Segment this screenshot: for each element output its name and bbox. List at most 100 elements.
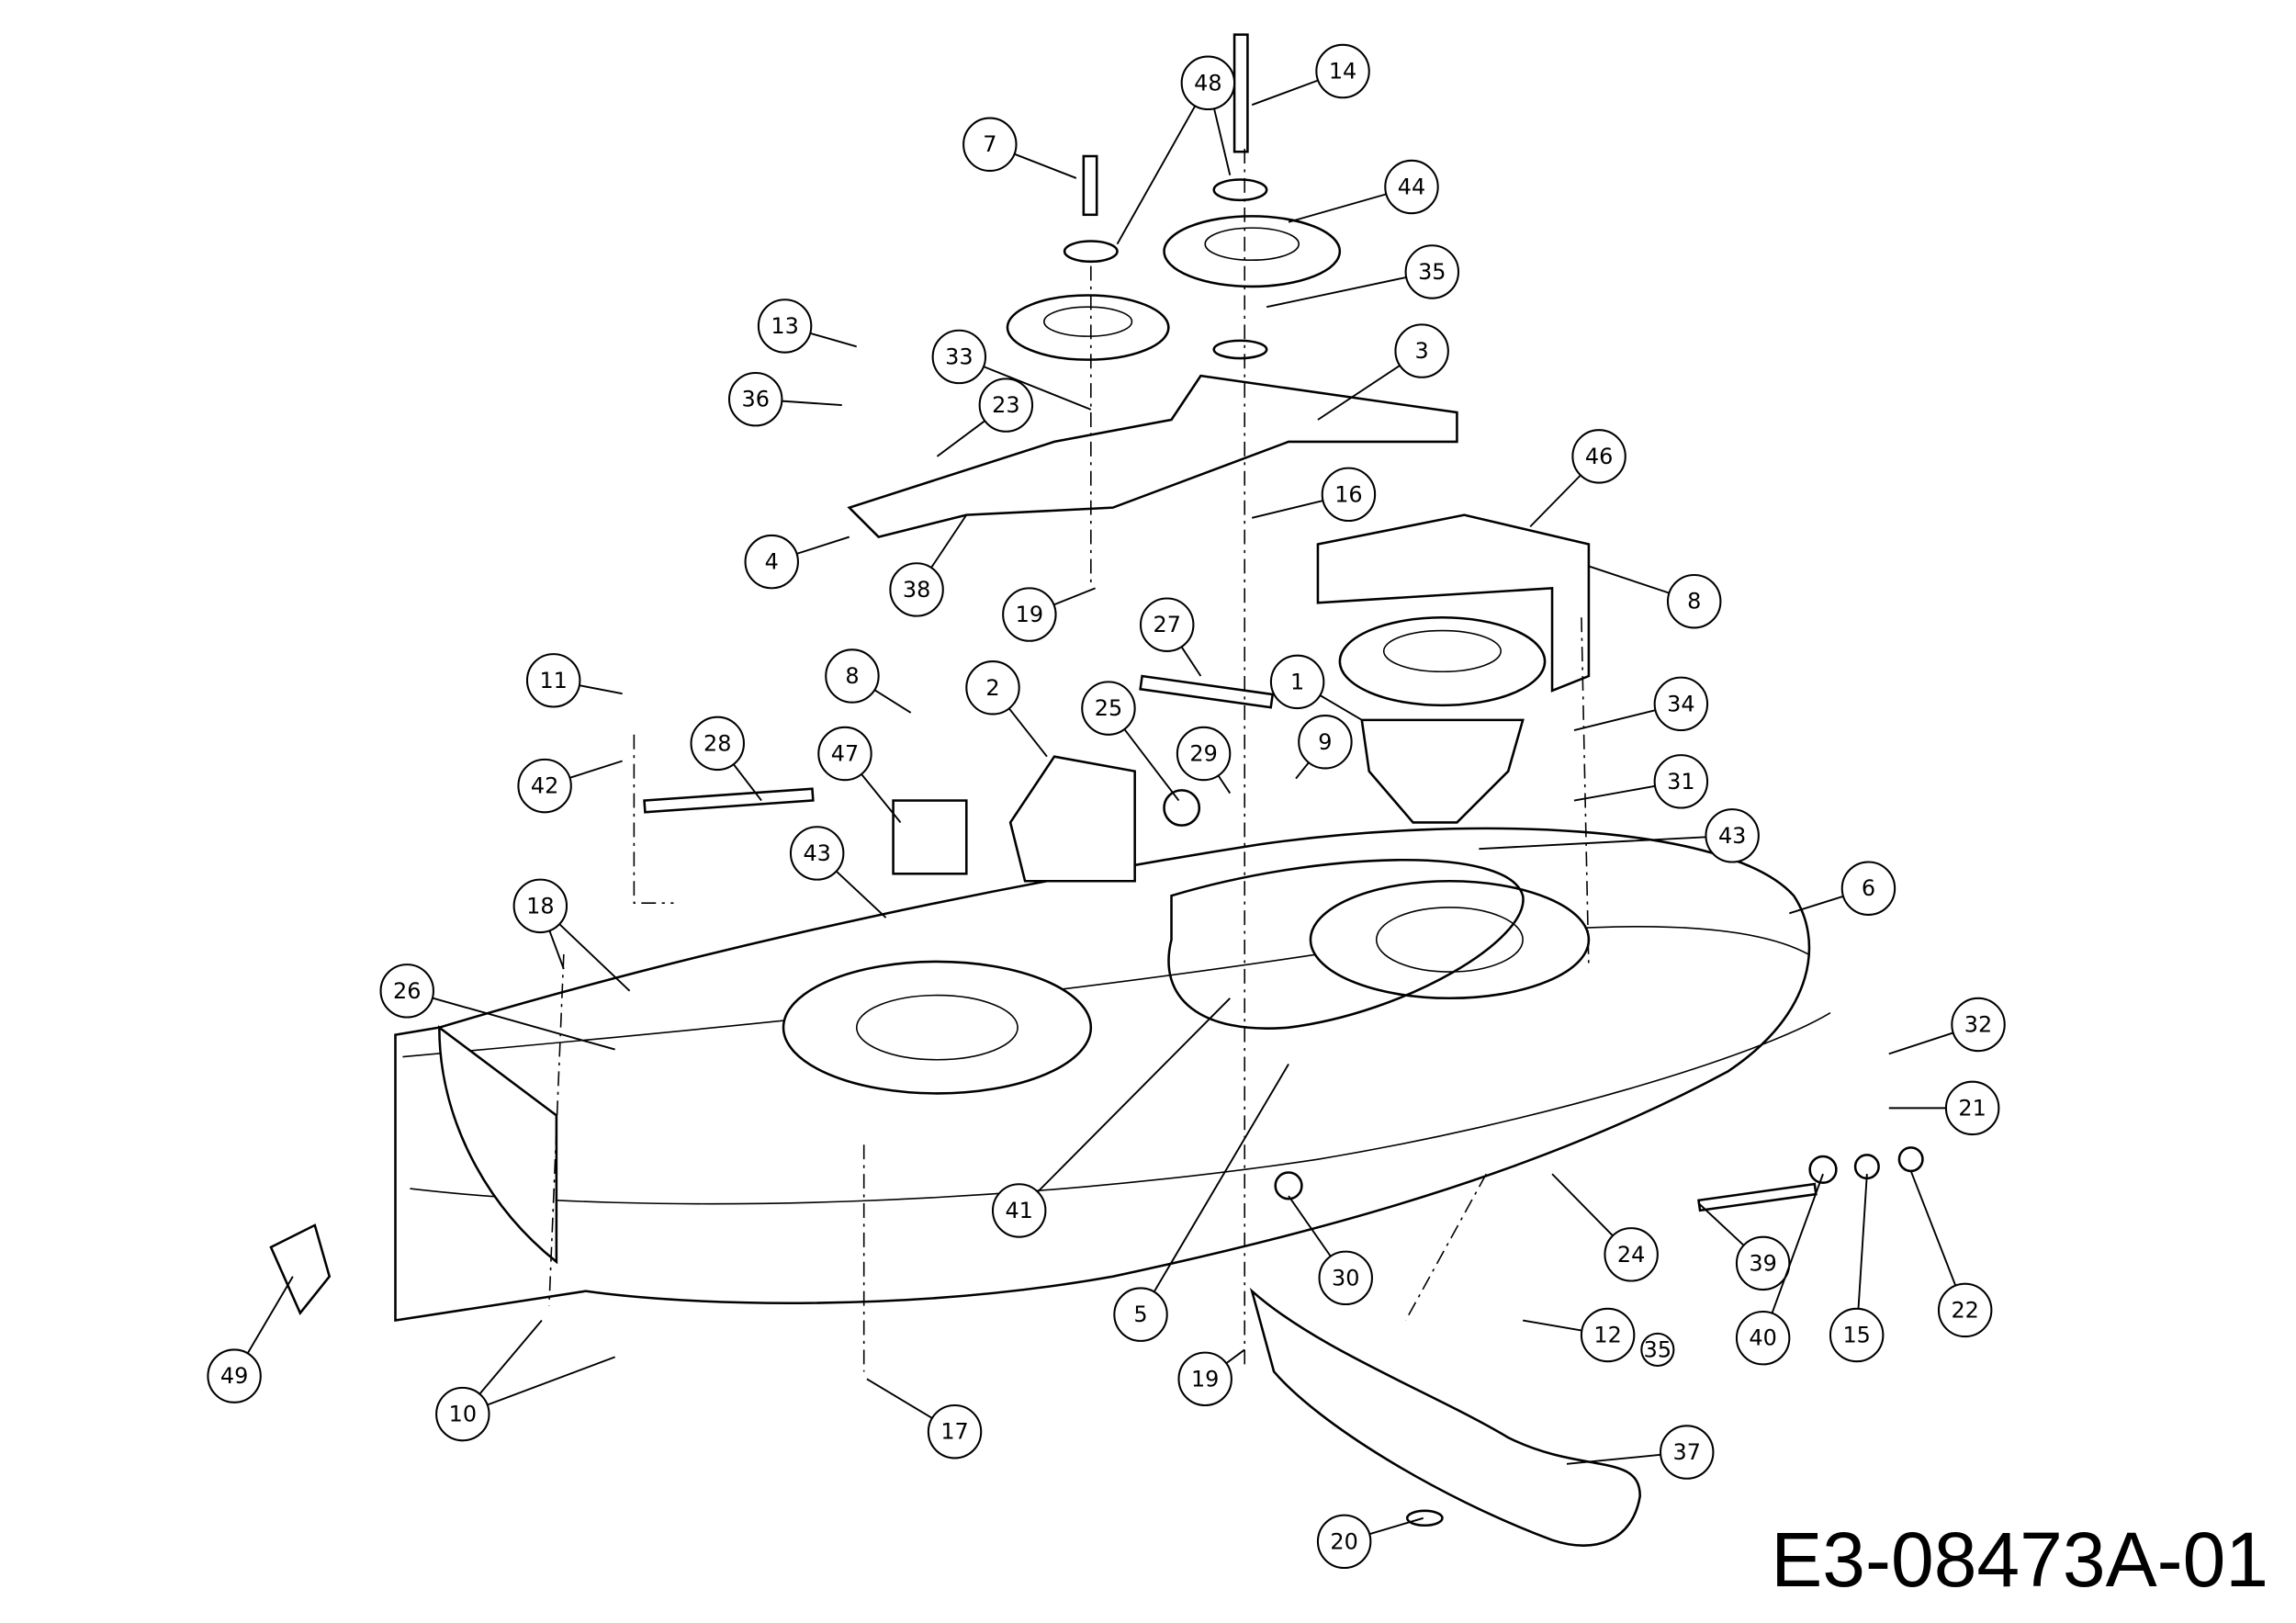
callout-28: 28 [690,716,762,802]
callout-44: 44 [1288,159,1439,223]
callout-circle [962,117,1018,172]
callout-2: 2 [965,660,1048,758]
callout-number: 3 [1415,338,1429,364]
callout-19: 19 [1177,1348,1245,1407]
leader-line [1529,474,1581,528]
callout-number: 28 [703,730,731,756]
leader-line [861,773,902,824]
callout-number: 46 [1585,444,1613,469]
leader-line [1053,587,1096,606]
callout-40: 40 [1735,1173,1824,1366]
leader-line [1266,276,1407,309]
callout-number: 37 [1673,1439,1701,1465]
callout-number: 19 [1191,1366,1219,1392]
callout-6: 6 [1789,861,1896,916]
leader-line [1180,646,1202,677]
callout-18: 18 [512,878,631,992]
callout-circle [1829,1307,1885,1363]
leader-line [1573,784,1656,802]
leader-line [487,1356,615,1406]
callout-number: 18 [526,893,554,919]
callout-circle [1735,1235,1791,1291]
callout-number: 35 [1644,1336,1671,1362]
callout-number: 47 [831,741,859,767]
callout-number: 8 [1687,589,1701,614]
callout-5: 5 [1113,1064,1289,1342]
leader-line [579,684,623,695]
leader-line [1225,1348,1245,1365]
leader-line [1697,1202,1745,1246]
callout-number: 5 [1133,1302,1147,1327]
callout-49: 49 [207,1276,294,1403]
leader-line [1288,193,1387,223]
callout-number: 16 [1334,481,1362,507]
leader-line [1909,1170,1957,1286]
callout-number: 12 [1593,1322,1621,1347]
callout-circle [1735,1310,1791,1366]
callout-43: 43 [789,826,887,919]
callout-circle [757,299,813,354]
callout-number: 42 [531,773,558,799]
leader-line [866,1378,933,1419]
callout-circle [512,878,568,934]
callout-37: 37 [1566,1425,1715,1480]
callout-circle [207,1348,262,1403]
leader-line [558,923,631,992]
callout-circle [525,653,581,708]
callout-number: 38 [903,577,930,603]
mower-deck [394,827,1831,1323]
leader-line [796,535,850,555]
callout-number: 48 [1194,70,1221,96]
callout-circle [1944,1080,2000,1136]
callout-number: 44 [1398,174,1425,199]
callout-number: 23 [992,392,1019,418]
callout-circle [727,371,783,427]
callout-circle [1113,1287,1168,1342]
callout-circle [1653,676,1709,732]
leader-line [246,1276,294,1354]
callout-42: 42 [517,758,623,814]
callout-number: 19 [1016,602,1043,627]
callout-27: 27 [1139,597,1202,677]
leader-line [873,689,912,714]
callout-circle [517,758,572,814]
center-lines [548,149,1590,1372]
callout-circle [690,716,745,772]
callout-number: 36 [741,387,769,412]
callout-41: 41 [991,997,1231,1238]
callout-circle [1571,429,1626,484]
callout-circle [1666,573,1722,629]
callout-circle [379,964,434,1019]
leader-line [1573,709,1656,731]
callout-circle [1081,681,1136,736]
callout-15: 15 [1829,1174,1885,1363]
callout-circle [1951,997,2006,1053]
callout-number: 33 [945,344,973,369]
callout-number: 29 [1189,741,1217,767]
callout-8: 8 [825,648,912,714]
callout-circle [1394,323,1449,378]
callout-30: 30 [1288,1195,1373,1306]
callout-26: 26 [379,964,615,1051]
callout-number: 25 [1095,695,1122,721]
callout-number: 2 [985,675,999,701]
callout-circle [965,660,1020,716]
leader-line [1588,565,1670,594]
callout-circle [1315,43,1370,99]
leader-line [1566,1453,1661,1465]
callout-number: 43 [803,840,830,866]
leader-line [1523,1319,1582,1332]
callout-circle [1318,1250,1373,1306]
callout-46: 46 [1529,429,1626,528]
leader-line [835,870,887,919]
leader-line [1007,707,1048,758]
callout-circle [1316,1514,1372,1570]
callout-circle [1653,754,1709,809]
callout-circle [1640,1332,1675,1368]
leader-line [1317,365,1401,421]
callout-number: 20 [1330,1528,1357,1554]
callout-circle [1580,1307,1636,1363]
callout-circle [1180,55,1236,111]
